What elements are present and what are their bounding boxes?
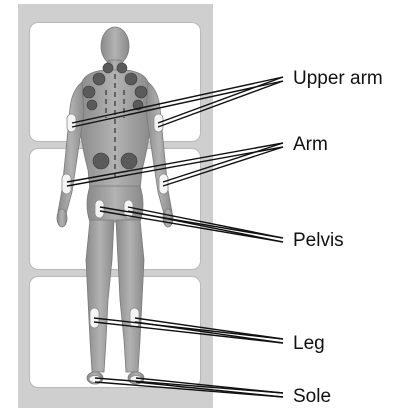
label-sole: Sole: [293, 387, 331, 406]
label-pelvis: Pelvis: [293, 231, 344, 250]
left-hand: [57, 209, 67, 227]
left-leg: [86, 220, 114, 372]
label-leg: Leg: [293, 334, 325, 353]
human-figure-back-view: [57, 27, 173, 384]
left-arm: [58, 82, 84, 214]
label-arm: Arm: [293, 135, 328, 154]
pad-pelvis-left: [95, 200, 104, 218]
pad-arm-left: [62, 174, 71, 194]
head: [101, 27, 129, 65]
label-upper-arm: Upper arm: [293, 69, 383, 88]
pad-arm-right: [159, 174, 168, 194]
right-leg: [116, 220, 144, 372]
